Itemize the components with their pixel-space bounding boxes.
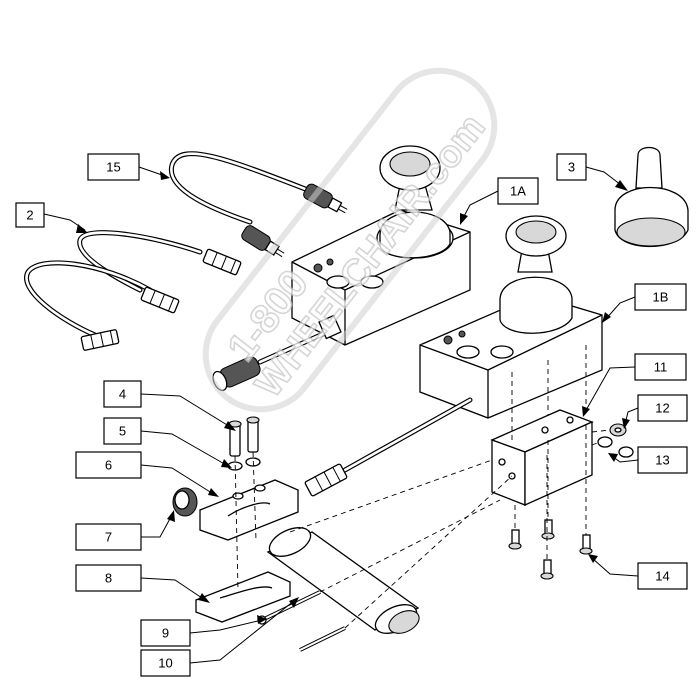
callout-7: 7 xyxy=(75,523,142,551)
callout-1b: 1B xyxy=(634,283,687,311)
callout-9-label: 9 xyxy=(162,626,169,641)
callout-3: 3 xyxy=(556,153,587,181)
callout-10: 10 xyxy=(140,649,191,677)
washers-5 xyxy=(227,457,261,471)
leader-lines xyxy=(43,166,639,664)
nut-washer-13 xyxy=(597,436,634,458)
callout-8-label: 8 xyxy=(105,571,112,586)
screws-14 xyxy=(508,519,593,580)
screws-4 xyxy=(228,416,260,457)
callout-11-label: 11 xyxy=(654,360,668,375)
callout-12: 12 xyxy=(637,394,688,422)
callout-4-label: 4 xyxy=(119,387,126,402)
callout-14-label: 14 xyxy=(655,569,669,584)
callout-15-label: 15 xyxy=(106,160,120,175)
cable-2 xyxy=(24,230,242,351)
joystick-1b xyxy=(304,215,603,497)
callout-15: 15 xyxy=(87,153,140,181)
tube-10 xyxy=(266,527,420,652)
callout-1a: 1A xyxy=(497,177,539,205)
assembly-lines xyxy=(234,345,611,629)
joystick-1a xyxy=(212,145,471,392)
callout-13-label: 13 xyxy=(655,453,669,468)
callout-3-label: 3 xyxy=(568,160,575,175)
callout-4: 4 xyxy=(103,380,142,408)
callout-11: 11 xyxy=(634,353,687,381)
callout-12-label: 12 xyxy=(655,401,669,416)
bracket-8 xyxy=(195,571,291,623)
callout-2: 2 xyxy=(15,202,45,228)
callout-5: 5 xyxy=(103,417,142,445)
callout-8: 8 xyxy=(75,564,142,592)
callout-6: 6 xyxy=(75,451,142,479)
callout-7-label: 7 xyxy=(105,530,112,545)
callout-2-label: 2 xyxy=(26,208,33,223)
callout-5-label: 5 xyxy=(119,424,126,439)
callout-10-label: 10 xyxy=(158,656,172,671)
mount-block-6 xyxy=(199,479,299,541)
callout-9: 9 xyxy=(140,619,191,647)
callout-14: 14 xyxy=(637,562,688,590)
bracket-11 xyxy=(490,409,594,507)
cable-15 xyxy=(168,151,348,258)
callout-1a-label: 1A xyxy=(510,184,526,199)
callout-6-label: 6 xyxy=(105,458,112,473)
callout-13: 13 xyxy=(637,446,688,474)
knob-3 xyxy=(614,146,689,248)
callout-1b-label: 1B xyxy=(653,290,669,305)
plug-7 xyxy=(172,487,198,517)
